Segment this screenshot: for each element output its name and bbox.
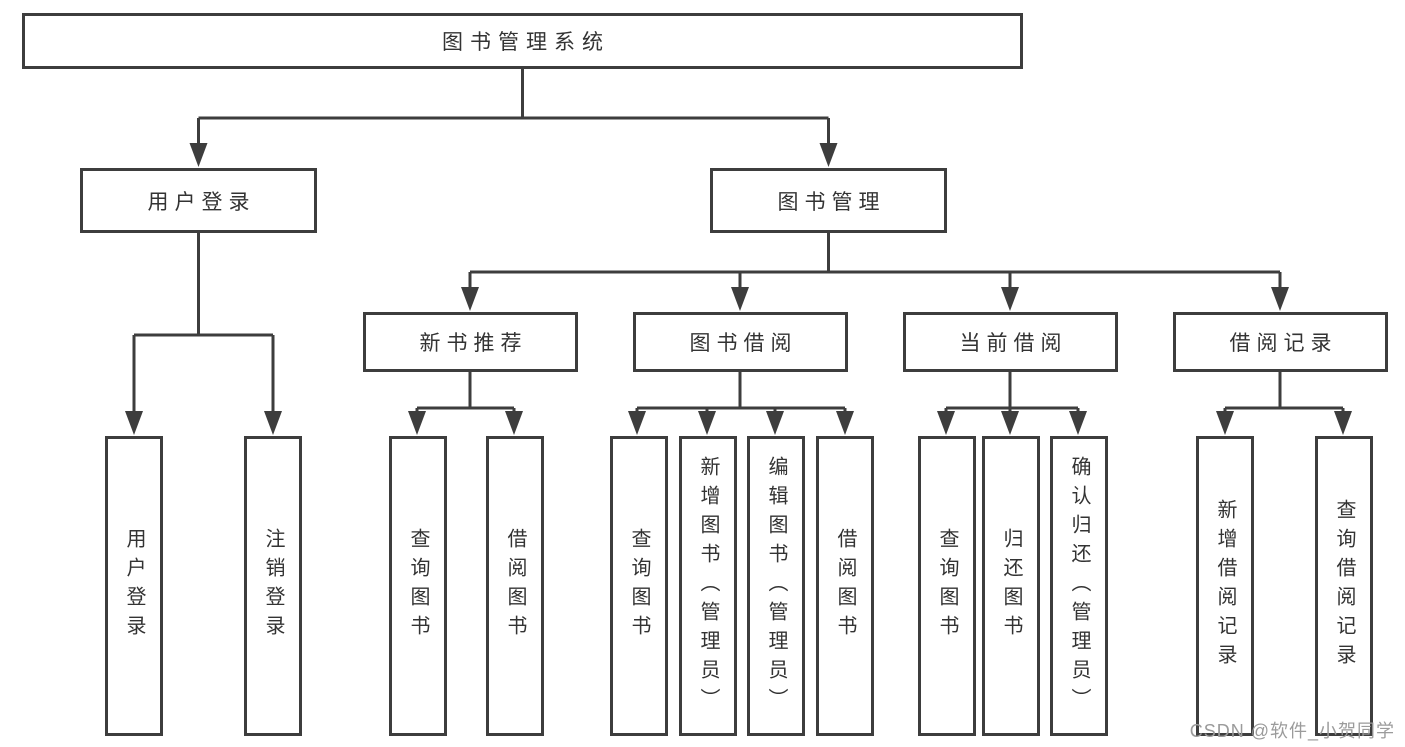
- leaf-logout-label: 注销登录: [262, 528, 284, 644]
- arrow-icon: [125, 411, 143, 435]
- arrow-icon: [628, 411, 646, 435]
- node-new-book-recommend: 新书推荐: [363, 312, 578, 372]
- arrow-icon: [461, 287, 479, 311]
- node-book-management-label: 图书管理: [777, 190, 886, 214]
- leaf-query-borrow-record: 查询借阅记录: [1315, 436, 1373, 736]
- arrow-icon: [819, 143, 838, 167]
- leaf-edit-books-admin: 编辑图书（管理员）: [747, 436, 805, 736]
- arrow-icon: [505, 411, 523, 435]
- connector-book-borrow: [635, 372, 847, 413]
- node-borrow-records: 借阅记录: [1173, 312, 1388, 372]
- leaf-borrow-query-books: 查询图书: [610, 436, 668, 736]
- leaf-add-books-admin-label: 新增图书（管理员）: [697, 455, 719, 717]
- node-user-login-label: 用户登录: [147, 190, 256, 214]
- arrow-icon: [1334, 411, 1352, 435]
- watermark: CSDN @软件_小贺同学: [1189, 721, 1395, 741]
- leaf-add-borrow-record: 新增借阅记录: [1196, 436, 1254, 736]
- connector-root: [197, 69, 830, 146]
- node-root: 图书管理系统: [22, 13, 1023, 69]
- connector-borrow-records: [1223, 372, 1345, 413]
- connector-book-management: [468, 233, 1282, 289]
- arrow-icon: [698, 411, 716, 435]
- leaf-borrow-books: 借阅图书: [816, 436, 874, 736]
- arrow-icon: [189, 143, 208, 167]
- node-current-borrow: 当前借阅: [903, 312, 1118, 372]
- leaf-current-query-books-label: 查询图书: [936, 528, 958, 644]
- leaf-user-login-label: 用户登录: [123, 528, 145, 644]
- arrow-icon: [937, 411, 955, 435]
- arrow-icon: [408, 411, 426, 435]
- leaf-recommend-query-books-label: 查询图书: [407, 528, 429, 644]
- node-book-management: 图书管理: [710, 168, 947, 233]
- leaf-user-login: 用户登录: [105, 436, 163, 736]
- leaf-recommend-borrow-books: 借阅图书: [486, 436, 544, 736]
- leaf-borrow-books-label: 借阅图书: [834, 528, 856, 644]
- arrow-icon: [1271, 287, 1289, 311]
- connector-new-book-recommend: [415, 372, 516, 413]
- leaf-edit-books-admin-label: 编辑图书（管理员）: [765, 455, 787, 717]
- arrow-icon: [264, 411, 282, 435]
- node-borrow-records-label: 借阅记录: [1229, 332, 1338, 355]
- leaf-return-books: 归还图书: [982, 436, 1040, 736]
- arrow-icon: [1001, 287, 1019, 311]
- arrow-icon: [1001, 411, 1019, 435]
- leaf-current-query-books: 查询图书: [918, 436, 976, 736]
- arrow-icon: [1069, 411, 1087, 435]
- node-new-book-recommend-label: 新书推荐: [419, 332, 528, 355]
- leaf-recommend-borrow-books-label: 借阅图书: [504, 528, 526, 644]
- leaf-confirm-return-admin-label: 确认归还（管理员）: [1068, 455, 1090, 717]
- node-book-borrow-label: 图书借阅: [689, 332, 798, 355]
- leaf-logout: 注销登录: [244, 436, 302, 736]
- leaf-add-borrow-record-label: 新增借阅记录: [1214, 499, 1236, 673]
- connector-current-borrow: [944, 372, 1080, 413]
- arrow-icon: [731, 287, 749, 311]
- node-root-label: 图书管理系统: [442, 31, 610, 54]
- connector-user-login: [132, 233, 275, 413]
- leaf-return-books-label: 归还图书: [1000, 528, 1022, 644]
- leaf-query-borrow-record-label: 查询借阅记录: [1333, 499, 1355, 673]
- node-user-login: 用户登录: [80, 168, 317, 233]
- arrow-icon: [1216, 411, 1234, 435]
- leaf-borrow-query-books-label: 查询图书: [628, 528, 650, 644]
- leaf-add-books-admin: 新增图书（管理员）: [679, 436, 737, 736]
- arrow-icon: [836, 411, 854, 435]
- leaf-recommend-query-books: 查询图书: [389, 436, 447, 736]
- leaf-confirm-return-admin: 确认归还（管理员）: [1050, 436, 1108, 736]
- arrow-icon: [766, 411, 784, 435]
- node-current-borrow-label: 当前借阅: [959, 332, 1068, 355]
- node-book-borrow: 图书借阅: [633, 312, 848, 372]
